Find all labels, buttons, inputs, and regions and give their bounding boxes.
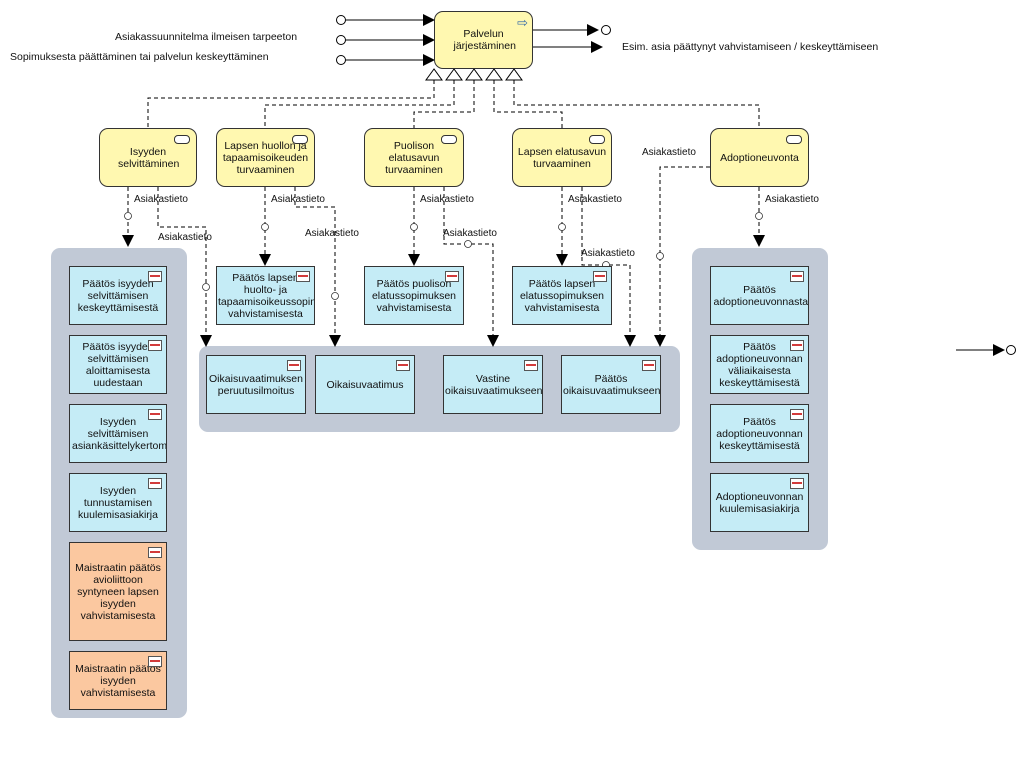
composition-links [147,80,760,128]
business-object-icon [445,271,459,282]
process-arrow-icon: ⇨ [517,15,528,30]
doc-adoptio-kuuleminen[interactable]: Adoptioneuvonnan kuulemisasiakirja [710,473,809,532]
doc-isyys-aloitus[interactable]: Päätös isyyden selvittämisen aloittamise… [69,335,167,394]
business-object-icon [593,271,607,282]
process-isyyden-selvittaminen[interactable]: Isyyden selvittäminen [99,128,197,187]
doc-label: Päätös oikaisuvaatimukseen [563,372,661,397]
service-oval-icon [441,135,457,144]
flow-label-puoliso-2: Asiakastieto [443,228,497,239]
business-object-icon [287,360,301,371]
flow-label-lapsi-1: Asiakastieto [568,194,622,205]
service-oval-icon [174,135,190,144]
doc-huolto-sopimus[interactable]: Päätös lapsen huolto- ja tapaamisoikeuss… [216,266,315,325]
doc-adoptio-paatos[interactable]: Päätös adoptioneuvonnasta [710,266,809,325]
process-adoptioneuvonta[interactable]: Adoptioneuvonta [710,128,809,187]
doc-label: Päätös isyyden selvittämisen aloittamise… [82,340,154,389]
business-object-icon [790,340,804,351]
doc-oikaisuvaatimus[interactable]: Oikaisuvaatimus [315,355,415,414]
process-label: Lapsen huollon ja tapaamisoikeuden turva… [222,139,309,176]
flow-label-puoliso-1: Asiakastieto [420,194,474,205]
process-label: Isyyden selvittäminen [118,145,180,170]
doc-label: Päätös adoptioneuvonnan väliaikaisesta k… [716,340,803,389]
business-object-icon [148,271,162,282]
flow-label-isyys-1: Asiakastieto [134,194,188,205]
doc-maistraatti-avioliitto[interactable]: Maistraatin päätös avioliittoon syntynee… [69,542,167,641]
main-process-label: Palvelun järjestäminen [453,28,516,52]
business-object-icon [790,409,804,420]
doc-label: Adoptioneuvonnan kuulemisasiakirja [715,490,804,515]
doc-oikaisu-paatos[interactable]: Päätös oikaisuvaatimukseen [561,355,661,414]
doc-label: Isyyden tunnustamisen kuulemisasiakirja [78,484,158,521]
process-lapsen-elatusapu[interactable]: Lapsen elatusavun turvaaminen [512,128,612,187]
doc-isyys-keskeytys[interactable]: Päätös isyyden selvittämisen keskeyttämi… [69,266,167,325]
doc-oikaisu-peruutus[interactable]: Oikaisuvaatimuksen peruutusilmoitus [206,355,306,414]
business-object-icon [148,547,162,558]
service-oval-icon [292,135,308,144]
business-object-icon [148,409,162,420]
business-object-icon [148,656,162,667]
main-process-palvelun-jarjestaminen[interactable]: ⇨ Palvelun järjestäminen [434,11,533,69]
doc-label: Päätös adoptioneuvonnasta [713,283,809,308]
input-flows [336,14,1016,356]
doc-label: Vastine oikaisuvaatimukseen [445,372,543,397]
doc-adoptio-keskeytys[interactable]: Päätös adoptioneuvonnan keskeyttämisestä [710,404,809,463]
doc-isyys-kertomus[interactable]: Isyyden selvittämisen asiankäsittelykert… [69,404,167,463]
doc-label: Päätös adoptioneuvonnan keskeyttämisestä [716,415,803,452]
business-object-icon [642,360,656,371]
service-oval-icon [589,135,605,144]
link-badges [124,212,763,300]
composition-triangles [425,68,523,81]
doc-label: Päätös lapsen huolto- ja tapaamisoikeuss… [218,271,314,320]
flow-label-isyys-2: Asiakastieto [158,232,212,243]
doc-label: Maistraatin päätös isyyden vahvistamises… [75,662,161,699]
business-object-icon [148,340,162,351]
input-label-1: Asiakassuunnitelma ilmeisen tarpeeton [115,31,298,43]
doc-label: Päätös isyyden selvittämisen keskeyttämi… [77,277,159,314]
doc-maistraatti-isyys[interactable]: Maistraatin päätös isyyden vahvistamises… [69,651,167,710]
flow-label-lapsi-2: Asiakastieto [581,248,635,259]
business-object-icon [148,478,162,489]
doc-vastine[interactable]: Vastine oikaisuvaatimukseen [443,355,543,414]
output-label-1: Esim. asia päättynyt vahvistamiseen / ke… [622,41,879,53]
process-label: Puolison elatusavun turvaaminen [385,139,443,176]
doc-adoptio-valiaikainen[interactable]: Päätös adoptioneuvonnan väliaikaisesta k… [710,335,809,394]
process-lapsen-huolto[interactable]: Lapsen huollon ja tapaamisoikeuden turva… [216,128,315,187]
flow-label-huolto-1: Asiakastieto [271,194,325,205]
business-object-icon [790,478,804,489]
doc-label: Päätös lapsen elatussopimuksen vahvistam… [519,277,605,314]
process-label: Lapsen elatusavun turvaaminen [517,145,607,170]
doc-lapsi-sopimus[interactable]: Päätös lapsen elatussopimuksen vahvistam… [512,266,612,325]
process-label: Adoptioneuvonta [720,151,799,164]
business-object-icon [790,271,804,282]
doc-puoliso-sopimus[interactable]: Päätös puolison elatussopimuksen vahvist… [364,266,464,325]
doc-isyys-kuuleminen[interactable]: Isyyden tunnustamisen kuulemisasiakirja [69,473,167,532]
doc-label: Oikaisuvaatimus [326,378,404,391]
flow-label-adoptio-2: Asiakastieto [765,194,819,205]
business-object-icon [524,360,538,371]
flow-label-adoptio-1: Asiakastieto [642,147,696,158]
doc-label: Isyyden selvittämisen asiankäsittelykert… [72,415,167,452]
doc-label: Päätös puolison elatussopimuksen vahvist… [371,277,457,314]
flow-label-huolto-2: Asiakastieto [305,228,359,239]
business-object-icon [396,360,410,371]
doc-label: Oikaisuvaatimuksen peruutusilmoitus [209,372,303,397]
service-oval-icon [786,135,802,144]
process-puolison-elatusapu[interactable]: Puolison elatusavun turvaaminen [364,128,464,187]
input-label-2: Sopimuksesta päättäminen tai palvelun ke… [10,51,269,63]
doc-label: Maistraatin päätös avioliittoon syntynee… [75,561,161,622]
business-object-icon [296,271,310,282]
